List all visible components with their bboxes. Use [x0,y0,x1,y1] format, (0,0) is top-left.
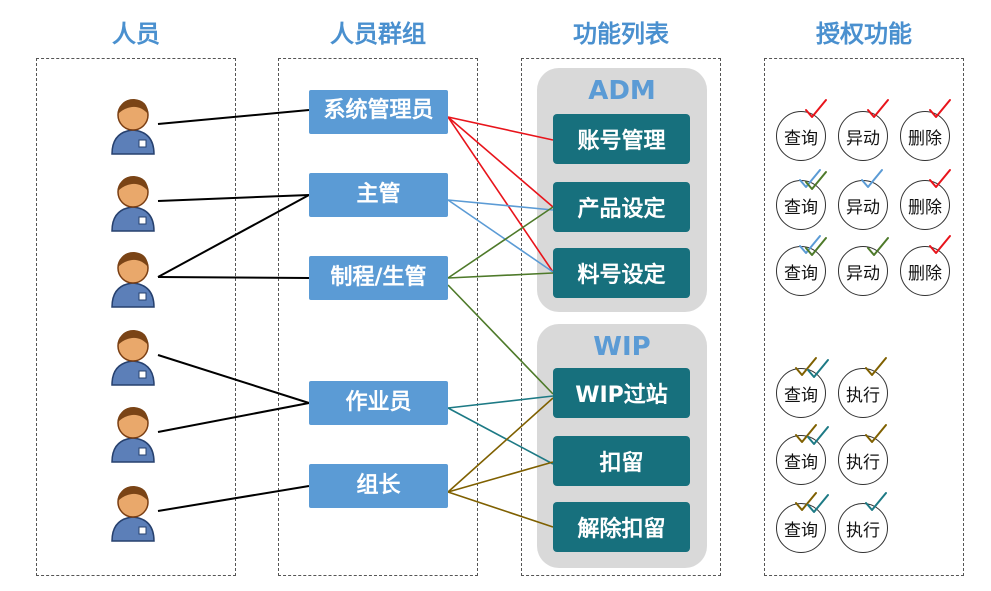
check-mark-icon [861,169,883,188]
header-groups: 人员群组 [330,20,426,48]
check-mark-icon [807,359,829,378]
func-material-setting: 料号设定 [553,248,690,298]
auth-column-box [764,58,964,576]
link-operator-wip [447,395,554,409]
group-operator: 作业员 [309,381,448,425]
auth-execute: 执行 [838,503,888,553]
link-production-product [447,206,554,279]
func-hold: 扣留 [553,436,690,486]
check-mark-icon [805,237,827,256]
link-person2-manager [157,194,310,202]
group-leader: 组长 [309,464,448,508]
check-mark-icon [799,235,821,254]
auth-query: 查询 [776,368,826,418]
link-leader-hold [447,461,554,493]
func-account-management: 账号管理 [553,114,690,164]
wip-panel-title: WIP [593,332,651,362]
link-admin-material [447,116,554,273]
auth-delete: 删除 [900,111,950,161]
functions-column-box [521,58,721,576]
check-mark-icon [865,357,887,376]
auth-delete: 删除 [900,180,950,230]
link-person1-admin [157,109,310,125]
group-admin: 系统管理员 [309,90,448,134]
check-mark-icon [807,494,829,513]
link-operator-hold [447,407,554,465]
link-production-material [447,272,554,279]
auth-modify: 异动 [838,246,888,296]
link-person3-manager [157,194,310,278]
user-avatar-icon [111,252,155,308]
auth-modify: 异动 [838,111,888,161]
link-manager-material [447,199,554,273]
check-mark-icon [929,169,951,188]
header-auth: 授权功能 [816,20,912,48]
link-person3-production [157,276,310,279]
auth-execute: 执行 [838,435,888,485]
check-mark-icon [865,492,887,511]
link-admin-product [447,116,554,208]
header-functions: 功能列表 [573,20,669,48]
func-wip-move: WIP过站 [553,368,690,418]
check-mark-icon [805,99,827,118]
auth-query: 查询 [776,503,826,553]
header-people: 人员 [112,20,160,48]
auth-query: 查询 [776,435,826,485]
check-mark-icon [929,99,951,118]
auth-execute: 执行 [838,368,888,418]
group-production: 制程/生管 [309,256,448,300]
link-admin-account [447,116,554,141]
check-mark-icon [805,171,827,190]
adm-panel-title: ADM [588,76,656,106]
link-person6-leader [157,485,310,512]
link-person5-operator [157,402,310,433]
user-avatar-icon [111,176,155,232]
link-leader-release [447,491,554,528]
user-avatar-icon [111,330,155,386]
check-mark-icon [929,235,951,254]
auth-query: 查询 [776,246,826,296]
groups-column-box [278,58,478,576]
check-mark-icon [807,426,829,445]
func-product-setting: 产品设定 [553,182,690,232]
link-person4-operator [157,354,310,404]
link-manager-product [447,199,554,211]
people-column-box [36,58,236,576]
check-mark-icon [867,99,889,118]
group-manager: 主管 [309,173,448,217]
check-mark-icon [867,237,889,256]
check-mark-icon [865,424,887,443]
auth-modify: 异动 [838,180,888,230]
auth-query: 查询 [776,111,826,161]
check-mark-icon [795,492,817,511]
auth-delete: 删除 [900,246,950,296]
check-mark-icon [795,424,817,443]
func-release-hold: 解除扣留 [553,502,690,552]
check-mark-icon [799,169,821,188]
user-avatar-icon [111,407,155,463]
user-avatar-icon [111,486,155,542]
link-production-wip [447,284,554,395]
link-leader-wip [447,397,554,493]
user-avatar-icon [111,99,155,155]
check-mark-icon [795,357,817,376]
